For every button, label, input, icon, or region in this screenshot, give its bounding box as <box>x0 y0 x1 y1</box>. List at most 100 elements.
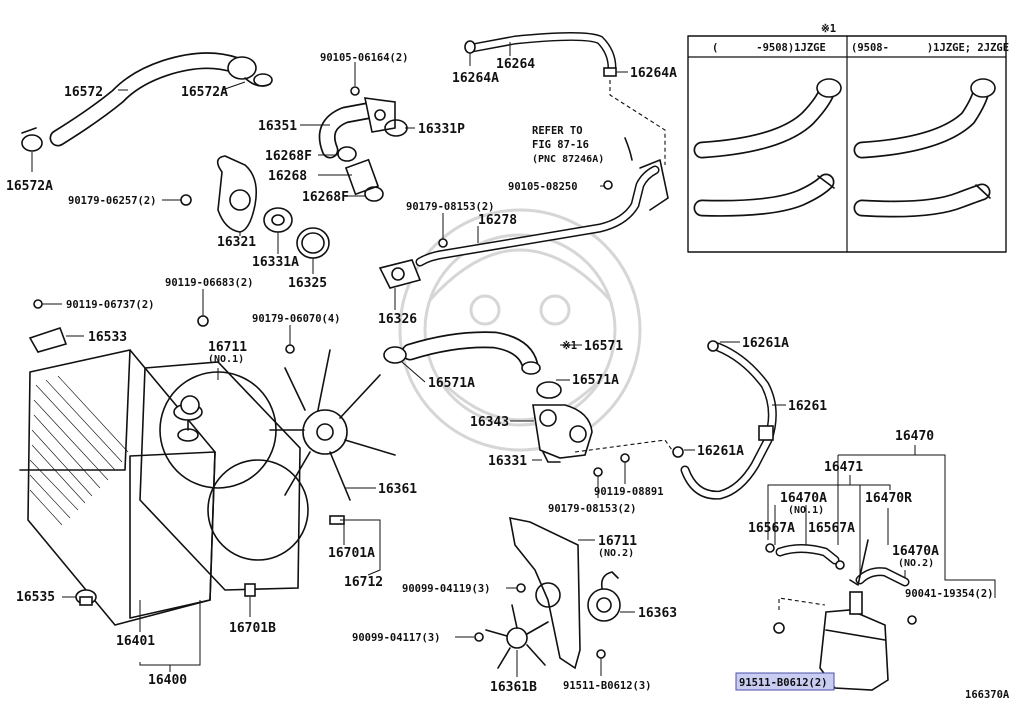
label-16400: 16400 <box>148 673 187 688</box>
label-16701A: 16701A <box>328 546 375 561</box>
refer-line2: FIG 87-16 <box>532 139 589 151</box>
label-16363: 16363 <box>638 606 677 621</box>
bolt-90119-08891 <box>620 453 630 463</box>
inset-col1-header: ( -9508)1JZGE <box>712 42 826 54</box>
screw-90099-04119 <box>516 583 526 593</box>
nut-91511-B0612-bot <box>596 649 606 659</box>
label-16571A-right: 16571A <box>572 373 619 388</box>
thermostat-16331A <box>263 207 293 233</box>
label-16325: 16325 <box>288 276 327 291</box>
fan-shroud-16711-no2 <box>508 516 581 670</box>
part-labels: 16572 16572A 16572A 90105-06164(2) 16264… <box>6 52 1010 701</box>
label-16470A-no1: 16470A <box>780 491 827 506</box>
label-16278: 16278 <box>478 213 517 228</box>
label-16264: 16264 <box>496 57 535 72</box>
label-90179-08153-top: 90179-08153(2) <box>406 201 495 213</box>
fan-16361B <box>485 604 549 669</box>
label-16711-no2: 16711 <box>598 534 637 549</box>
label-16264A-right: 16264A <box>630 66 677 81</box>
label-16261A-mid: 16261A <box>697 444 744 459</box>
drain-cock-16535 <box>75 589 97 606</box>
dashed-guide-16261 <box>574 439 673 453</box>
label-16572A-top: 16572A <box>181 85 228 100</box>
gasket-16326 <box>378 180 613 289</box>
label-90099-04119: 90099-04119(3) <box>402 583 491 595</box>
inset-marker: ※1 <box>821 23 836 35</box>
bolt-90119-06683 <box>197 315 209 327</box>
refer-line3: (PNC 87246A) <box>532 154 604 165</box>
label-16268: 16268 <box>268 169 307 184</box>
water-inlet-16321 <box>180 155 258 233</box>
bolt-90179-08153 <box>593 467 603 477</box>
reservoir-tube-16470R <box>849 539 869 586</box>
label-90099-04117: 90099-04117(3) <box>352 632 441 644</box>
label-16470A-no2: 16470A <box>892 544 939 559</box>
label-16533: 16533 <box>88 330 127 345</box>
inset-hose-a-old <box>693 78 842 159</box>
lower-radiator-hose <box>383 331 541 375</box>
inset-hose-b-old <box>693 173 835 217</box>
bolt-90119-06737 <box>33 299 43 309</box>
label-16401: 16401 <box>116 634 155 649</box>
label-16572A-left: 16572A <box>6 179 53 194</box>
label-90179-06070: 90179-06070(4) <box>252 313 341 325</box>
label-16711-no1: 16711 <box>208 340 247 355</box>
label-16343: 16343 <box>470 415 509 430</box>
label-16331P: 16331P <box>418 122 465 137</box>
bracket-16533 <box>28 326 68 353</box>
dashed-guide-reservoir <box>778 597 826 610</box>
label-90179-06257: 90179-06257(2) <box>68 195 157 207</box>
watermark-emblem <box>398 208 642 452</box>
label-16712: 16712 <box>344 575 383 590</box>
bolt-90179-06070 <box>285 344 295 354</box>
hose-16261 <box>672 340 777 500</box>
bolt-90041-19354 <box>907 615 917 625</box>
label-91511-B0612-bot: 91511-B0612(3) <box>563 680 652 692</box>
label-16711-no2-sub: (NO.2) <box>598 548 634 559</box>
water-outlet-16351 <box>318 86 408 159</box>
fan-motor-16363 <box>587 571 621 622</box>
upper-radiator-hose <box>49 52 273 147</box>
label-16701B: 16701B <box>229 621 276 636</box>
label-16571-mark: ※1 <box>562 340 577 352</box>
reserve-hose-16470A-no1 <box>765 543 845 570</box>
leader-lines <box>31 42 996 677</box>
label-16261: 16261 <box>788 399 827 414</box>
label-16351: 16351 <box>258 119 297 134</box>
refer-hose-stub <box>624 137 633 161</box>
nut-91511-B0612-hl <box>773 622 785 634</box>
label-16470A-no2-sub: (NO.2) <box>898 558 934 569</box>
highlight-91511-B0612 <box>735 672 835 691</box>
label-16567A-left: 16567A <box>748 521 795 536</box>
label-16470: 16470 <box>895 429 934 444</box>
reservoir-tank-16470 <box>819 591 889 691</box>
clip-16701B <box>244 583 256 597</box>
label-16535: 16535 <box>16 590 55 605</box>
label-16571A-left: 16571A <box>428 376 475 391</box>
label-90105-06164: 90105-06164(2) <box>320 52 409 64</box>
water-bypass-16268 <box>337 146 384 202</box>
label-16470R: 16470R <box>865 491 912 506</box>
inset-hose-b-new <box>853 183 991 218</box>
label-16571: 16571 <box>584 339 623 354</box>
fan-16361 <box>269 349 396 501</box>
label-90041-19354: 90041-19354(2) <box>905 588 994 600</box>
dashed-guide-16264 <box>609 80 666 165</box>
label-16567A-right: 16567A <box>808 521 855 536</box>
label-16326: 16326 <box>378 312 417 327</box>
label-90119-06737: 90119-06737(2) <box>66 299 155 311</box>
label-16321: 16321 <box>217 235 256 250</box>
label-91511-B0612-hl[interactable]: 91511-B0612(2) <box>739 677 828 689</box>
screw-90099-04117 <box>474 632 484 642</box>
label-16361: 16361 <box>378 482 417 497</box>
label-16471: 16471 <box>824 460 863 475</box>
reserve-hose-16470A-no2 <box>855 567 910 587</box>
label-90119-06683: 90119-06683(2) <box>165 277 254 289</box>
radiator-core-16401 <box>19 349 216 626</box>
label-16331: 16331 <box>488 454 527 469</box>
label-16261A-top: 16261A <box>742 336 789 351</box>
label-90105-08250: 90105-08250 <box>508 181 578 193</box>
label-16268F-top: 16268F <box>265 149 312 164</box>
refer-line1: REFER TO <box>532 125 583 137</box>
